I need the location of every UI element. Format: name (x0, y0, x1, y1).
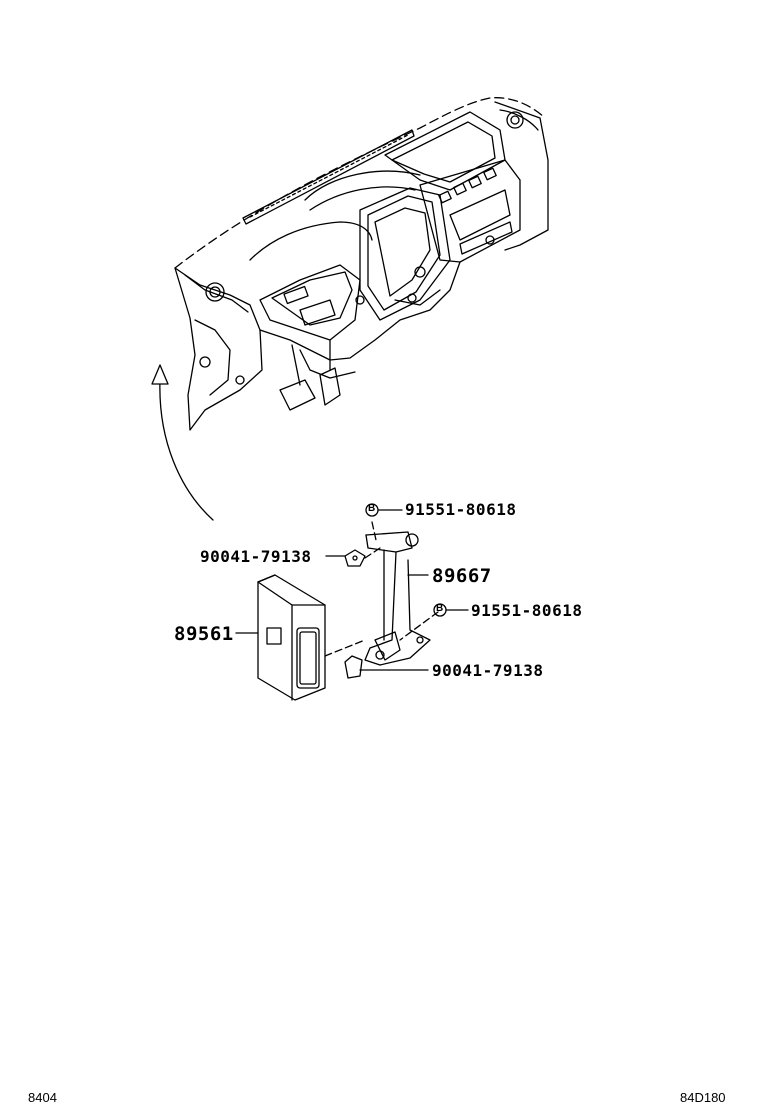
ecu-module (257, 574, 326, 701)
callout-bolt-right: 91551-80618 (471, 601, 583, 620)
location-arrow (151, 364, 214, 521)
bolt-right-symbol: B (436, 603, 444, 614)
nut-bottom (344, 655, 363, 679)
ecu-bracket (364, 531, 431, 666)
callout-ecu: 89561 (174, 623, 234, 645)
footer-left-code: 8404 (28, 1090, 57, 1105)
nut-left (344, 549, 366, 567)
leader-lines (235, 509, 469, 671)
callout-nut-bottom: 90041-79138 (432, 661, 544, 680)
callout-nut-left: 90041-79138 (200, 547, 312, 566)
callout-bracket: 89667 (432, 565, 492, 587)
footer-right-code: 84D180 (680, 1090, 726, 1105)
instrument-panel-illustration (174, 97, 549, 431)
assembly-lines (324, 521, 439, 657)
callout-bolt-top: 91551-80618 (405, 500, 517, 519)
bolt-top-symbol: B (368, 503, 376, 514)
